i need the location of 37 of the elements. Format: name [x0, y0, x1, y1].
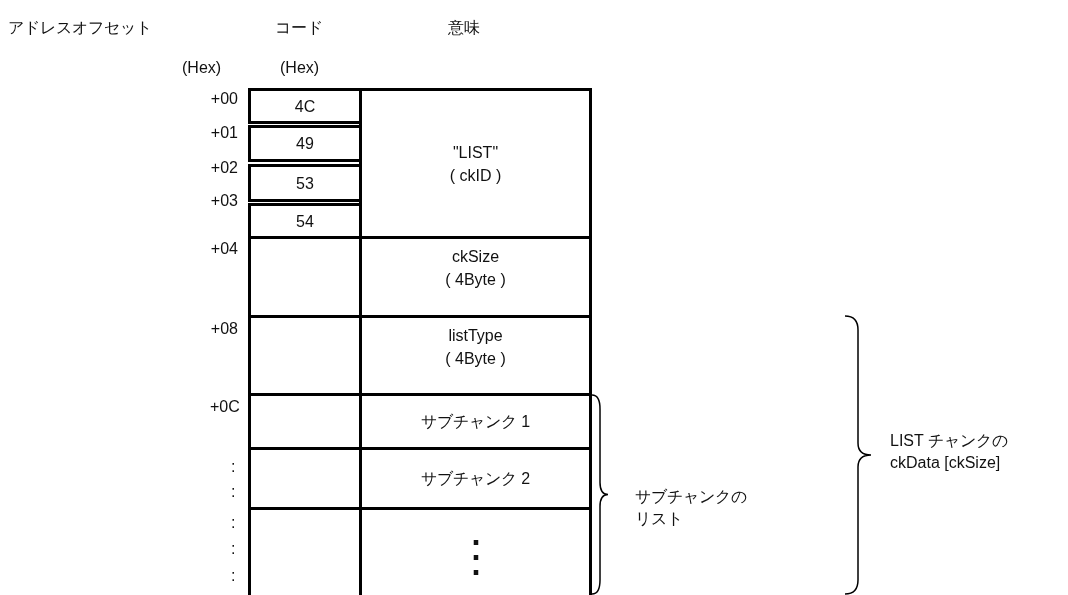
- byte-code-cell: [248, 203, 362, 239]
- address-offset: +03: [210, 191, 238, 211]
- cell-text: ( ckID ): [449, 165, 502, 186]
- address-offset: +0C: [210, 397, 238, 417]
- column-header: 意味: [448, 18, 480, 38]
- byte-code-cell: [248, 125, 362, 162]
- address-offset: +04: [210, 239, 238, 259]
- cell-text: ckSize: [451, 247, 500, 267]
- cell-text: 49: [296, 134, 314, 154]
- address-offset: +00: [210, 89, 238, 109]
- column-header: コード: [275, 18, 323, 38]
- cell-text: "LIST": [452, 142, 499, 163]
- cell-text: 4C: [294, 96, 316, 117]
- address-offset: +02: [210, 158, 238, 178]
- unit-label: (Hex): [280, 58, 320, 78]
- cell-text: ( 4Byte ): [445, 349, 506, 369]
- cell-text: サブチャンク 2: [420, 469, 531, 489]
- cell-text: サブチャンク 1: [420, 412, 531, 432]
- cell-text: listType: [448, 326, 503, 346]
- ellipsis-mark: :: [231, 482, 236, 502]
- bracket-label: サブチャンクのリスト: [635, 487, 748, 529]
- ellipsis-mark: ⋮: [453, 529, 498, 583]
- ellipsis-mark: :: [231, 457, 236, 477]
- address-offset: +08: [210, 319, 238, 339]
- column-header: アドレスオフセット: [8, 18, 152, 38]
- unit-label: (Hex): [182, 58, 222, 78]
- cell-text: 54: [296, 211, 314, 232]
- cell-text: ( 4Byte ): [445, 270, 506, 290]
- field-cell: [359, 88, 592, 239]
- ellipsis-mark: :: [231, 539, 236, 559]
- ellipsis-mark: :: [231, 513, 236, 533]
- ellipsis-mark: :: [231, 566, 236, 586]
- byte-code-cell: [248, 164, 362, 202]
- address-offset: +01: [210, 123, 238, 143]
- byte-code-cell: [248, 88, 362, 124]
- bracket-label: LIST チャンクの ckData [ckSize]: [890, 431, 1009, 473]
- cell-text: 53: [296, 173, 314, 194]
